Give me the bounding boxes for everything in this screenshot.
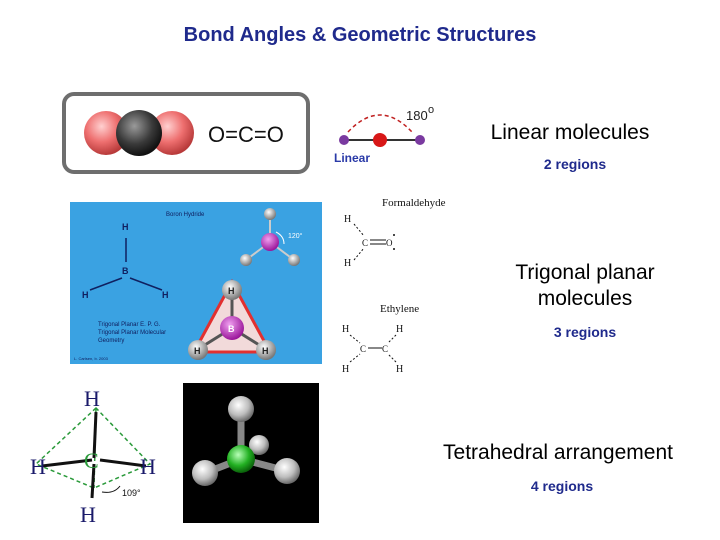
tetra-h-left: H	[30, 454, 46, 479]
boron-desc-1: Trigonal Planar E. P. G.	[98, 322, 161, 328]
tetra-h-top: H	[84, 386, 100, 411]
ethylene-h-br: H	[396, 364, 403, 375]
model-h-top	[228, 396, 254, 422]
tetrahedron-edges	[34, 406, 152, 489]
oxygen-atom-right	[150, 111, 194, 155]
b-h-bond-left	[89, 277, 123, 291]
terminal-atom-left	[339, 135, 349, 145]
model-h-back	[249, 435, 269, 455]
ch-bond	[387, 353, 397, 363]
ch-bond-bottom	[90, 463, 96, 499]
ethylene-h-tr: H	[396, 324, 403, 335]
large-h-left-label: H	[194, 346, 201, 356]
trigonal-label-line2: molecules	[537, 287, 633, 310]
ethylene-c-left: C	[360, 344, 366, 354]
ch-bond	[349, 334, 361, 344]
formaldehyde-structure: Formaldehyde H H C O	[344, 197, 446, 269]
ch-bond-top	[92, 411, 98, 459]
formaldehyde-caption: Formaldehyde	[382, 197, 446, 209]
boron-desc-2: Trigonal Planar Molecular	[98, 330, 166, 336]
terminal-atom-right	[415, 135, 425, 145]
tetra-c-center: C	[84, 448, 99, 473]
model-h-top	[264, 208, 276, 220]
model-h-right	[288, 254, 300, 266]
tetra-angle: 109°	[122, 488, 141, 498]
boron-b-center: B	[122, 266, 129, 276]
page-title: Bond Angles & Geometric Structures	[183, 24, 537, 46]
formaldehyde-c: C	[362, 238, 368, 248]
large-b-atom	[220, 316, 244, 340]
linear-caption: Linear	[334, 151, 370, 165]
tetrahedral-label: Tetrahedral arrangement	[443, 441, 673, 464]
ch-bond	[387, 334, 397, 344]
formaldehyde-h-top: H	[344, 214, 351, 225]
large-h-left	[188, 340, 208, 360]
tetrahedral-regions-label: 4 regions	[530, 478, 594, 494]
boron-h-left: H	[82, 290, 89, 300]
ethylene-h-bl: H	[342, 364, 349, 375]
model-h-left	[192, 460, 218, 486]
large-h-right-label: H	[262, 346, 269, 356]
model-h-left	[240, 254, 252, 266]
ch-bond-top	[353, 223, 365, 237]
linear-molecules-label: Linear molecules	[490, 121, 650, 144]
model-c-atom	[227, 445, 255, 473]
boron-panel-background	[70, 202, 322, 364]
angle-arc	[347, 114, 413, 133]
boron-angle: 120°	[288, 232, 303, 240]
carbon-atom	[116, 110, 162, 156]
boron-h-top: H	[122, 222, 129, 232]
co2-model-panel: O=C=O	[62, 92, 310, 174]
ethylene-structure: Ethylene H H H H C C	[342, 303, 419, 375]
boron-h-right: H	[162, 290, 169, 300]
boron-hydride-panel: Boron Hydride H B H H 120° H H H B Trigo…	[70, 202, 322, 364]
formaldehyde-h-bottom: H	[344, 258, 351, 269]
degree-mark: o	[428, 104, 434, 116]
ethylene-caption: Ethylene	[380, 303, 419, 315]
tetra-h-right: H	[140, 454, 156, 479]
trigonal-label: Trigonal planar molecules	[490, 260, 680, 312]
ch-bond-bottom	[353, 247, 365, 261]
model-b-atom	[261, 233, 279, 251]
boron-caption: Boron Hydride	[166, 212, 205, 218]
linear-regions-label: 2 regions	[543, 156, 607, 172]
tetrahedral-drawing: H H H H C 109°	[30, 386, 156, 527]
tetra-h-bottom: H	[80, 502, 96, 527]
boron-desc-3: Geometry	[98, 338, 124, 344]
ch-bond	[349, 353, 361, 363]
boron-credit: L. Carlsen, b. 2003	[74, 356, 109, 361]
large-h-top-label: H	[228, 286, 235, 296]
model-angle-arc	[275, 231, 285, 245]
ch-bond-right	[99, 458, 147, 468]
ethylene-c-right: C	[382, 344, 388, 354]
trigonal-regions-label: 3 regions	[553, 324, 617, 340]
linear-angle-diagram: 180 o Linear	[334, 104, 434, 165]
lone-pair-dot	[393, 248, 395, 250]
formaldehyde-o: O	[386, 238, 393, 248]
b-h-bond-right	[129, 277, 163, 291]
co2-formula: O=C=O	[208, 122, 284, 147]
trigonal-label-line1: Trigonal planar	[515, 261, 655, 284]
angle-arc	[101, 485, 121, 493]
large-h-right	[256, 340, 276, 360]
methane-model	[183, 383, 319, 523]
ethylene-h-tl: H	[342, 324, 349, 335]
lone-pair-dot	[393, 234, 395, 236]
large-h-top	[222, 280, 242, 300]
large-b-label: B	[228, 324, 235, 334]
model-h-right	[274, 458, 300, 484]
ch-bond-left	[41, 458, 93, 468]
central-atom	[373, 133, 387, 147]
oxygen-atom-left	[84, 111, 128, 155]
angle-value: 180	[406, 108, 428, 123]
